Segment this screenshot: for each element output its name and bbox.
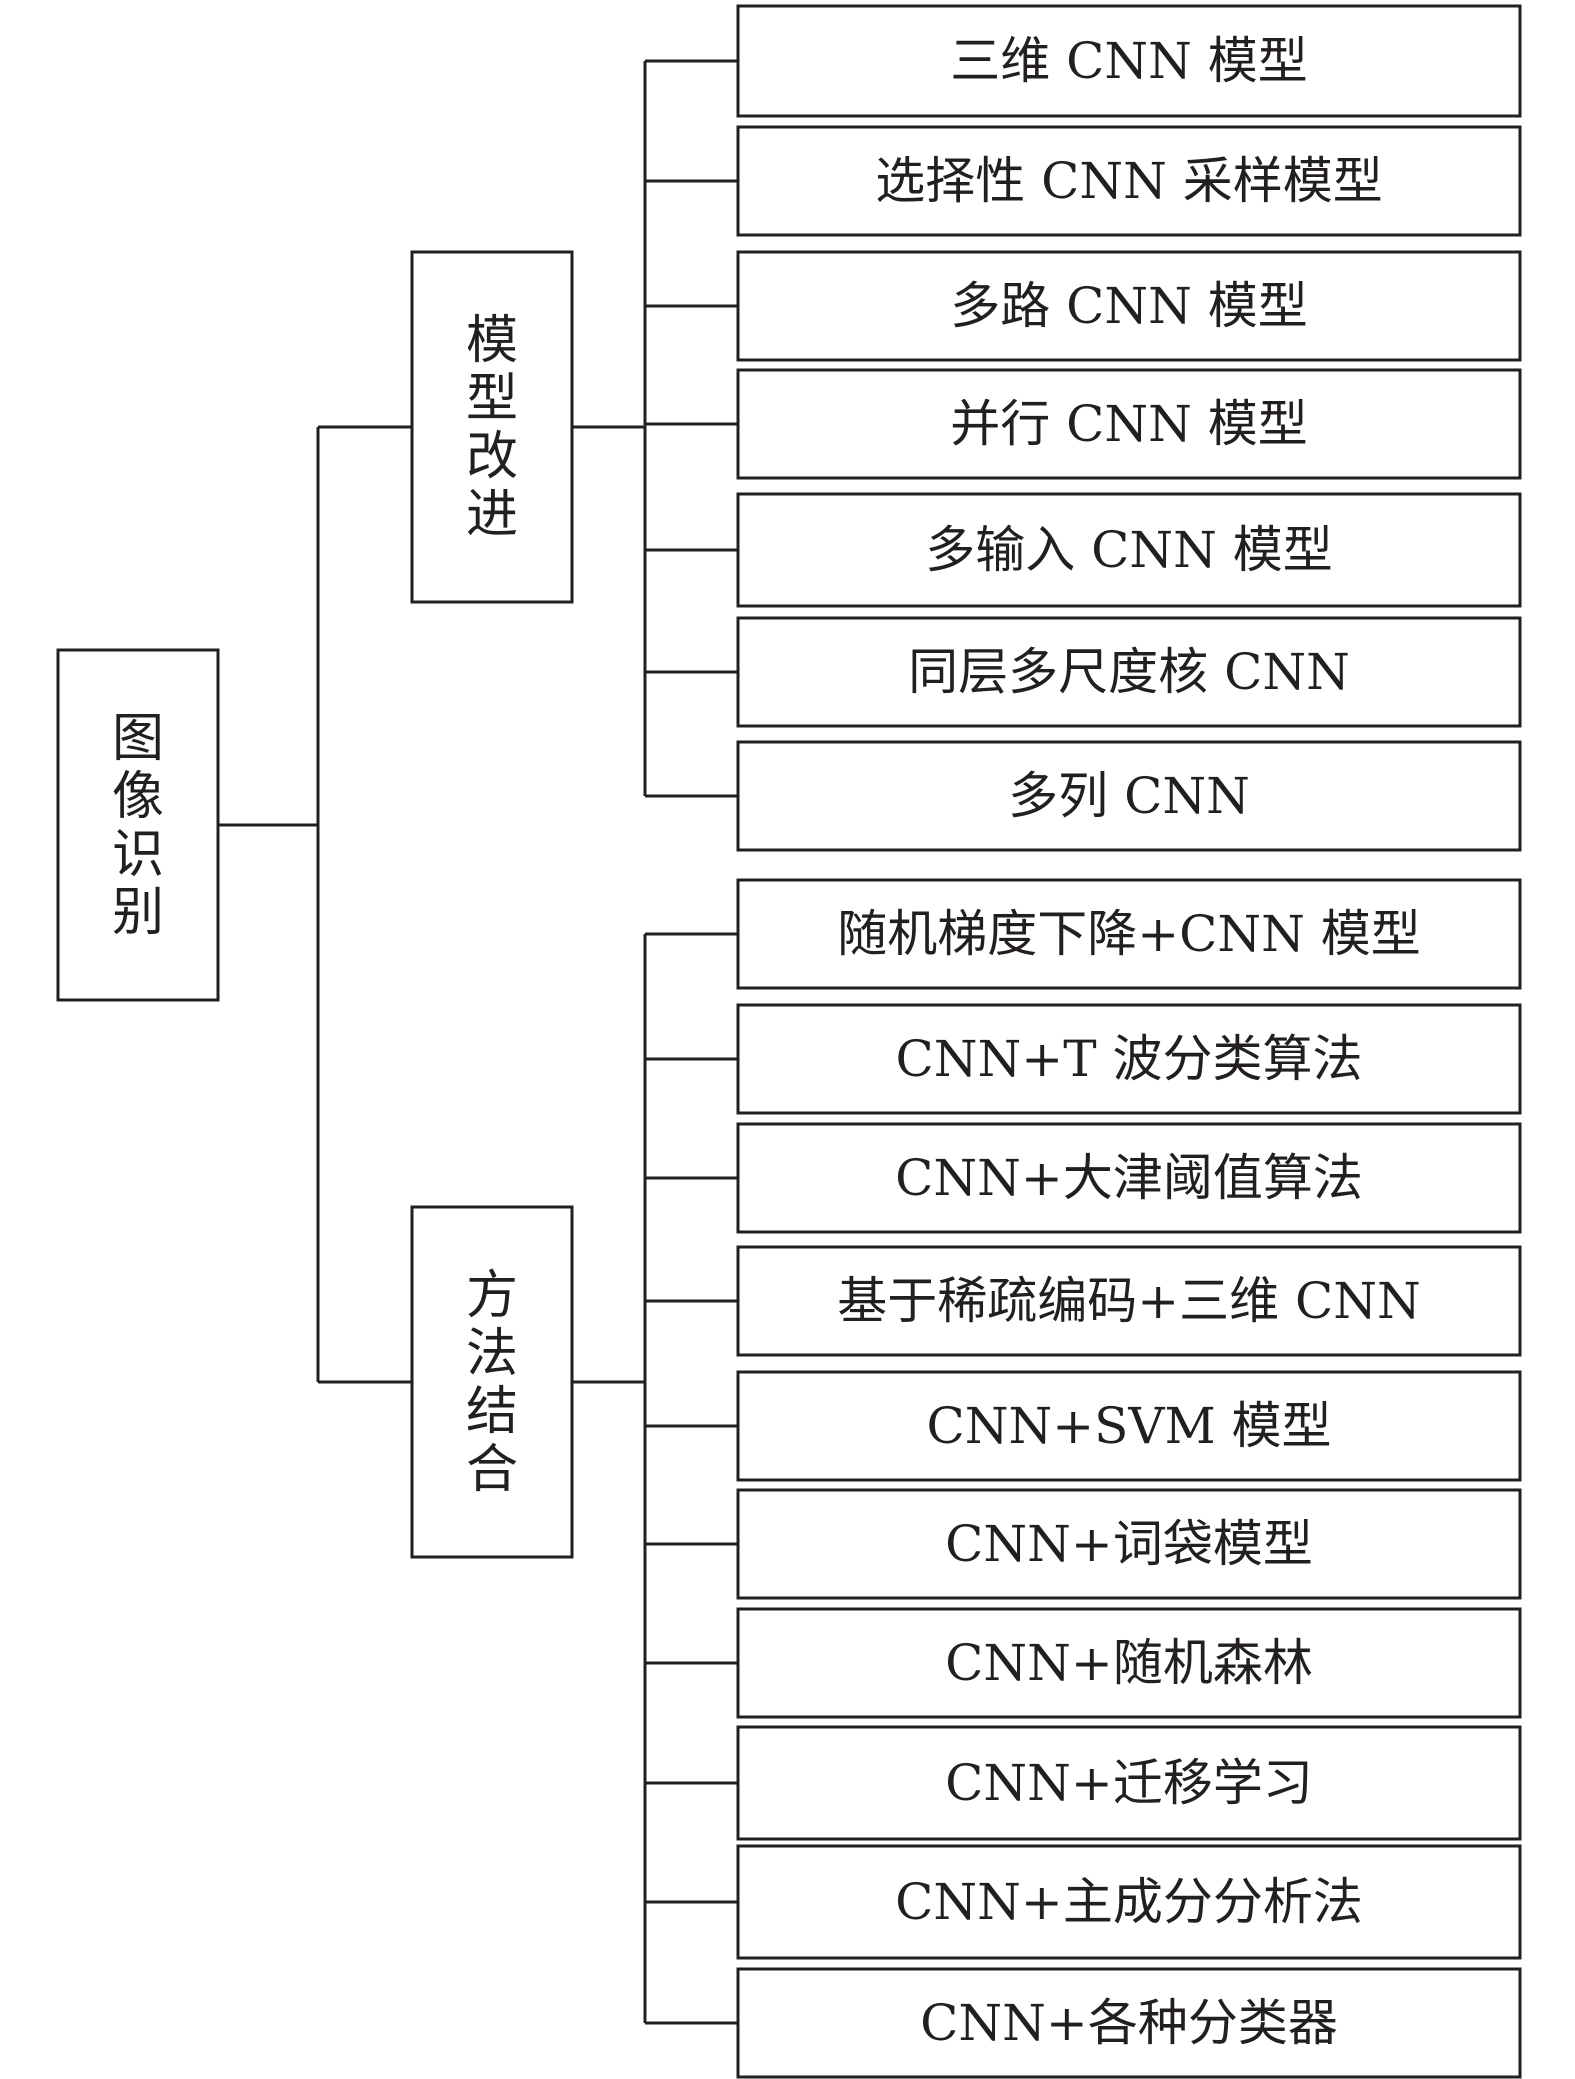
leaf-node-1-7: CNN+迁移学习 bbox=[736, 1725, 1522, 1841]
branch-node-1-box bbox=[410, 1205, 574, 1559]
leaf-node-1-5-label: CNN+词袋模型 bbox=[945, 1515, 1313, 1573]
leaf-node-1-3: 基于稀疏编码+三维 CNN bbox=[736, 1245, 1522, 1357]
leaf-node-1-4-label: CNN+SVM 模型 bbox=[926, 1397, 1331, 1455]
root-node: 图像识别 bbox=[56, 648, 220, 1002]
leaf-node-1-7-box bbox=[736, 1725, 1522, 1841]
leaf-node-0-3-label: 并行 CNN 模型 bbox=[950, 395, 1308, 453]
leaf-node-1-2: CNN+大津阈值算法 bbox=[736, 1122, 1522, 1234]
leaf-node-1-6: CNN+随机森林 bbox=[736, 1607, 1522, 1719]
root-node-label: 图像识别 bbox=[112, 709, 164, 943]
leaf-node-0-6-box bbox=[736, 740, 1522, 852]
leaf-node-1-9: CNN+各种分类器 bbox=[736, 1967, 1522, 2079]
leaf-node-0-1-label: 选择性 CNN 采样模型 bbox=[875, 152, 1383, 210]
root-node-box bbox=[56, 648, 220, 1002]
leaf-node-1-5: CNN+词袋模型 bbox=[736, 1488, 1522, 1600]
leaf-node-1-2-label: CNN+大津阈值算法 bbox=[895, 1149, 1363, 1207]
leaf-node-1-6-box bbox=[736, 1607, 1522, 1719]
leaf-node-0-3: 并行 CNN 模型 bbox=[736, 368, 1522, 480]
branch-node-0: 模型改进 bbox=[410, 250, 574, 604]
leaf-node-0-5-label: 同层多尺度核 CNN bbox=[908, 643, 1350, 701]
leaf-node-1-7-label: CNN+迁移学习 bbox=[945, 1754, 1313, 1812]
leaf-node-0-4-box bbox=[736, 492, 1522, 608]
leaf-node-1-3-box bbox=[736, 1245, 1522, 1357]
leaf-node-1-0-label: 随机梯度下降+CNN 模型 bbox=[837, 905, 1421, 963]
branch-node-1: 方法结合 bbox=[410, 1205, 574, 1559]
leaf-node-0-5-box bbox=[736, 616, 1522, 728]
leaf-node-1-8: CNN+主成分分析法 bbox=[736, 1844, 1522, 1960]
leaf-node-1-2-box bbox=[736, 1122, 1522, 1234]
leaf-node-1-8-box bbox=[736, 1844, 1522, 1960]
leaf-node-1-0: 随机梯度下降+CNN 模型 bbox=[736, 878, 1522, 990]
leaf-node-0-2: 多路 CNN 模型 bbox=[736, 250, 1522, 362]
leaf-node-0-0-box bbox=[736, 4, 1522, 118]
leaf-node-0-1-box bbox=[736, 125, 1522, 237]
leaf-node-0-4-label: 多输入 CNN 模型 bbox=[925, 521, 1333, 579]
branch-node-0-label: 模型改进 bbox=[466, 311, 518, 545]
leaf-node-0-5: 同层多尺度核 CNN bbox=[736, 616, 1522, 728]
leaf-node-1-6-label: CNN+随机森林 bbox=[945, 1634, 1313, 1692]
branch-node-0-box bbox=[410, 250, 574, 604]
leaf-node-0-0-label: 三维 CNN 模型 bbox=[950, 32, 1308, 90]
leaf-node-1-4: CNN+SVM 模型 bbox=[736, 1370, 1522, 1482]
leaf-node-1-1-box bbox=[736, 1003, 1522, 1115]
leaf-node-0-2-box bbox=[736, 250, 1522, 362]
leaf-node-0-6: 多列 CNN bbox=[736, 740, 1522, 852]
branch-node-1-label: 方法结合 bbox=[466, 1266, 518, 1500]
leaf-node-1-1: CNN+T 波分类算法 bbox=[736, 1003, 1522, 1115]
leaf-node-0-6-label: 多列 CNN bbox=[1008, 767, 1250, 825]
leaf-node-0-3-box bbox=[736, 368, 1522, 480]
leaf-node-1-0-box bbox=[736, 878, 1522, 990]
leaf-node-0-4: 多输入 CNN 模型 bbox=[736, 492, 1522, 608]
leaf-node-0-2-label: 多路 CNN 模型 bbox=[950, 277, 1308, 335]
leaf-node-1-9-label: CNN+各种分类器 bbox=[920, 1994, 1338, 2052]
leaf-node-0-1: 选择性 CNN 采样模型 bbox=[736, 125, 1522, 237]
connectors bbox=[218, 59, 738, 2025]
leaf-node-1-8-label: CNN+主成分分析法 bbox=[895, 1873, 1363, 1931]
leaf-node-1-1-label: CNN+T 波分类算法 bbox=[896, 1030, 1363, 1088]
leaf-node-1-9-box bbox=[736, 1967, 1522, 2079]
leaf-node-1-5-box bbox=[736, 1488, 1522, 1600]
leaf-node-1-4-box bbox=[736, 1370, 1522, 1482]
leaf-node-0-0: 三维 CNN 模型 bbox=[736, 4, 1522, 118]
leaf-node-1-3-label: 基于稀疏编码+三维 CNN bbox=[837, 1272, 1421, 1330]
